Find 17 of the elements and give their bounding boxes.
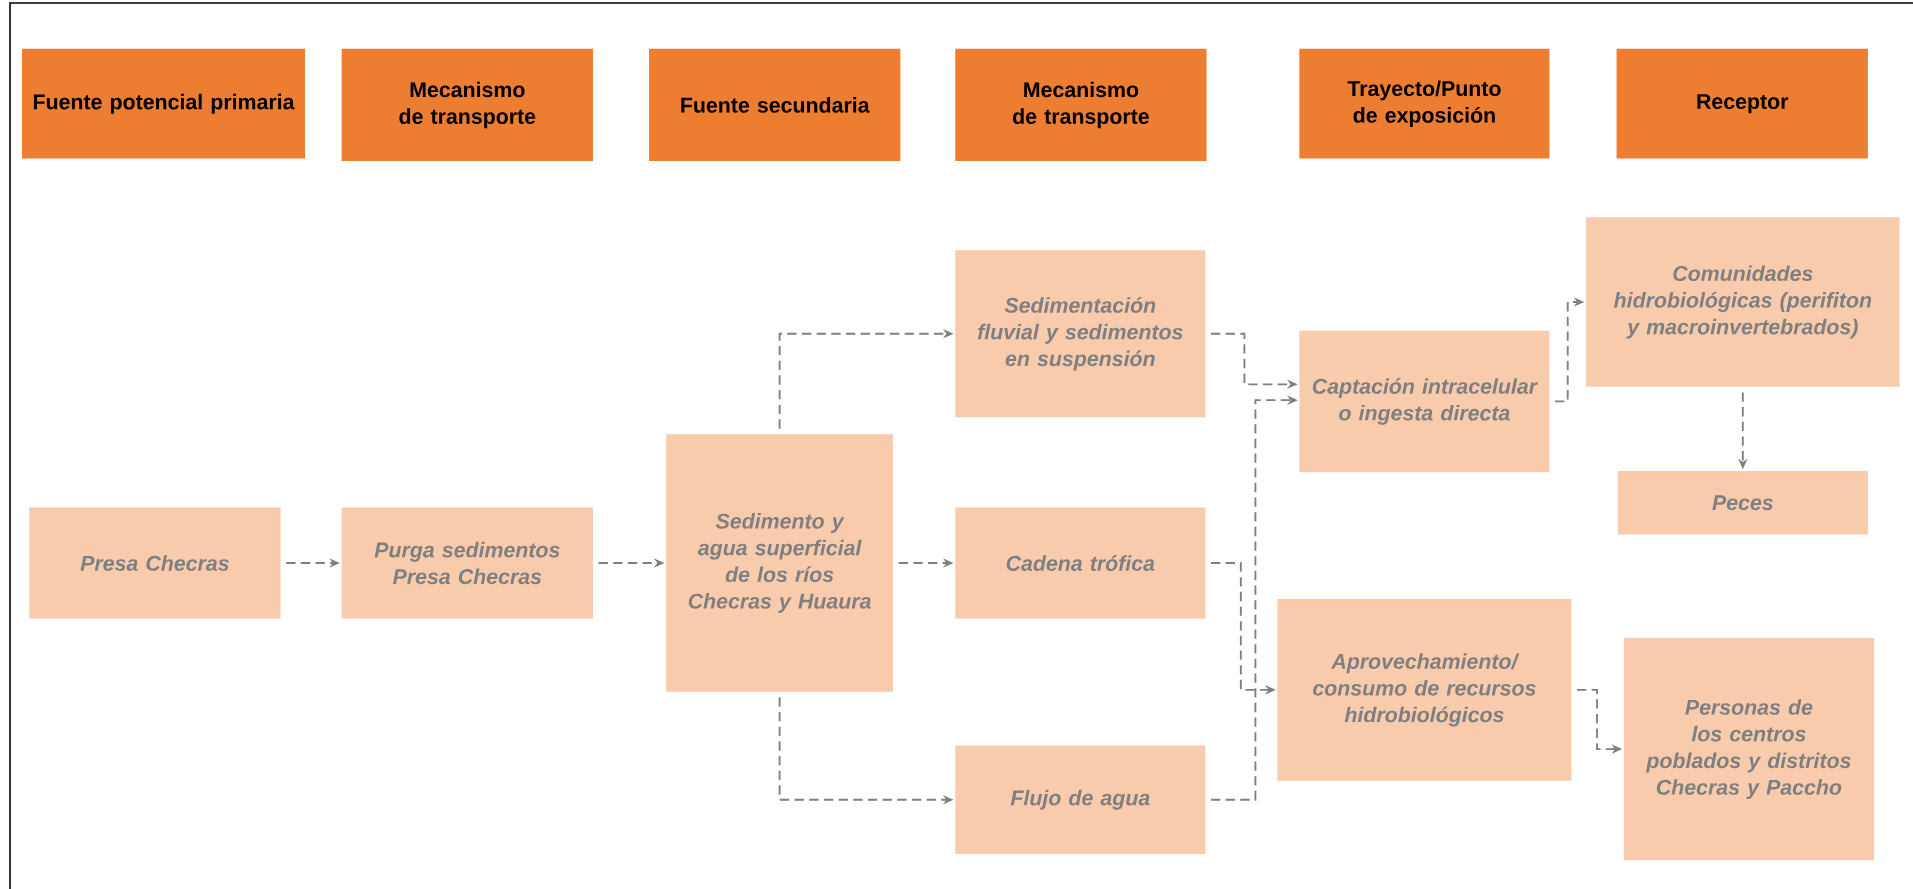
header-box: Fuente secundaria (649, 48, 901, 161)
process-box: Purga sedimentos Presa Checras (341, 507, 593, 619)
process-box: Personas de los centros poblados y distritos Checras y Paccho (1623, 638, 1874, 861)
process-box: Aprovechamiento/ consumo de recursos hidrobiológicos (1277, 599, 1572, 781)
process-box: Captación intracelular o ingesta directa (1299, 330, 1550, 473)
header-box: Mecanismo de transporte (955, 48, 1207, 161)
process-box: Comunidades hidrobiológicas (perifiton y macroinvertebrados) (1586, 217, 1900, 387)
process-box: Sedimento y agua superficial de los ríos Checras y Huaura (666, 434, 894, 692)
process-box: Flujo de agua (955, 745, 1206, 854)
header-box: Trayecto/Punto de exposición (1299, 48, 1550, 159)
process-box: Presa Checras (29, 507, 281, 619)
process-box: Sedimentación fluvial y sedimentos en suspensión (955, 250, 1206, 418)
process-box: Peces (1617, 471, 1868, 535)
process-box: Cadena trófica (955, 507, 1206, 619)
header-box: Mecanismo de transporte (341, 48, 593, 161)
header-box: Fuente potencial primaria (22, 48, 306, 159)
header-box: Receptor (1616, 48, 1868, 159)
